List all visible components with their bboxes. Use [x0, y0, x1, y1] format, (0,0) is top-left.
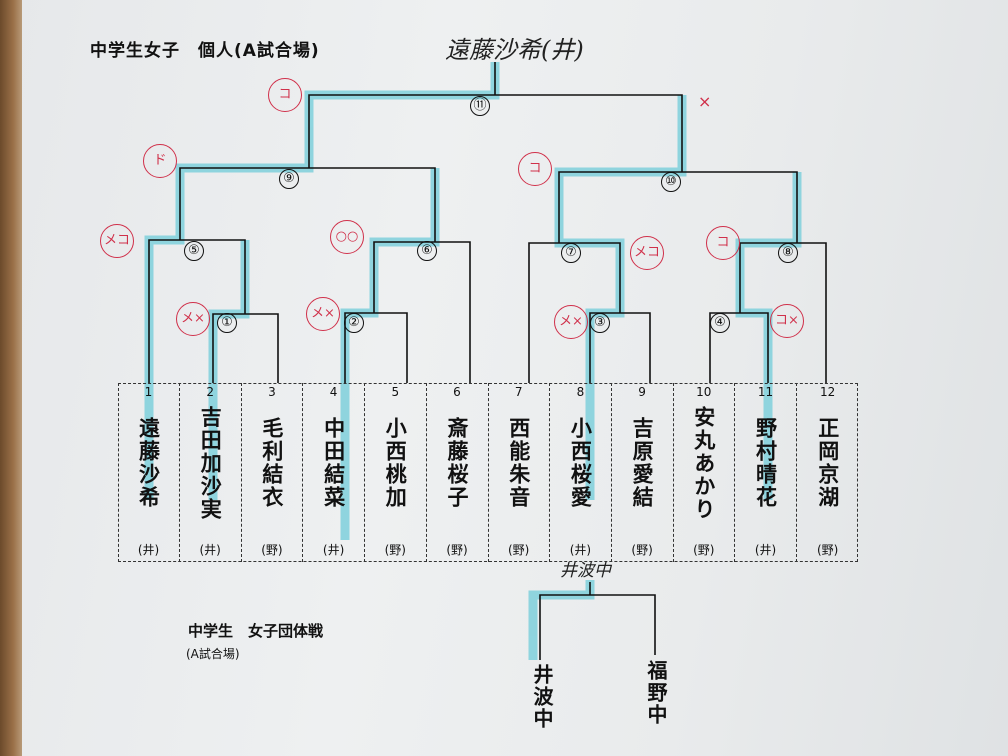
- match-label-8: ⑧: [778, 243, 798, 263]
- player-name: 中田結菜: [321, 417, 346, 509]
- player-number: 4: [329, 385, 338, 399]
- player-number: 2: [206, 385, 214, 399]
- player-name: 吉田加沙実: [198, 405, 223, 521]
- match-4-line: [709, 312, 769, 383]
- champion-handwritten: 遠藤沙希(井): [445, 36, 584, 64]
- player-name: 小西桜愛: [568, 417, 593, 509]
- match-label-10: ⑩: [661, 172, 681, 192]
- player-school: (井): [322, 543, 345, 557]
- player-number: 5: [391, 385, 400, 399]
- match-label-5: ⑤: [184, 241, 204, 261]
- match-label-3: ③: [590, 313, 610, 333]
- score-mark-m3: メ×: [554, 305, 588, 339]
- match-label-9: ⑨: [279, 169, 299, 189]
- player-number: 9: [638, 385, 646, 399]
- player-name: 西能朱音: [506, 417, 531, 509]
- player-number: 1: [144, 385, 153, 399]
- player-school: (井): [199, 543, 221, 557]
- match-2-line: [344, 312, 408, 383]
- desk-edge: [0, 0, 22, 756]
- team-fukuno: 福野中: [644, 660, 668, 726]
- player-column: 6 斎藤桜子 (野): [427, 383, 489, 562]
- score-mark-m1: メ×: [176, 302, 210, 336]
- player-name: 毛利結衣: [259, 417, 284, 509]
- player-number: 6: [453, 385, 461, 399]
- match-label-6: ⑥: [417, 241, 437, 261]
- player-name: 野村晴花: [753, 417, 778, 509]
- match-label-7: ⑦: [561, 243, 581, 263]
- player-school: (野): [446, 543, 468, 557]
- player-name: 吉原愛結: [630, 417, 655, 509]
- match-11-line: [308, 94, 683, 172]
- player-school: (井): [754, 543, 777, 557]
- team-title: 中学生 女子団体戦: [188, 622, 324, 640]
- player-column: 1 遠藤沙希 (井): [118, 383, 180, 562]
- match-10-line: [558, 171, 798, 243]
- player-school: (野): [817, 543, 839, 557]
- match-label-2: ②: [344, 313, 364, 333]
- team-ibanami: 井波中: [530, 664, 554, 730]
- player-name: 小西桃加: [383, 417, 408, 509]
- team-bracket-line: [539, 594, 656, 660]
- match-label-11: ⑪: [470, 96, 490, 116]
- player-school: (井): [137, 543, 160, 557]
- player-column: 7 西能朱音 (野): [488, 383, 551, 562]
- score-mark-m11-left: コ: [268, 78, 302, 112]
- individual-title: 中学生女子 個人(A試合場): [90, 41, 320, 61]
- player-column: 3 毛利結衣 (野): [241, 383, 304, 562]
- player-column: 4 中田結菜 (井): [303, 383, 366, 562]
- winner-highlights: [144, 62, 802, 660]
- score-mark-m5-left: メコ: [100, 224, 134, 258]
- team-subtitle: (A試合場): [186, 647, 240, 661]
- match-9-line: [179, 167, 436, 242]
- player-column: 10 安丸あかり (野): [673, 383, 736, 562]
- player-column: 9 吉原愛結 (野): [612, 383, 674, 562]
- player-number: 3: [268, 385, 276, 399]
- player-name: 遠藤沙希: [136, 417, 161, 509]
- player-school: (野): [261, 543, 283, 557]
- player-school: (野): [508, 543, 530, 557]
- score-mark-m4: コ×: [770, 304, 804, 338]
- score-mark-m11-right: ×: [698, 92, 712, 111]
- player-column: 2 吉田加沙実 (井): [180, 383, 242, 562]
- score-mark-m6-left: ○○: [330, 220, 364, 254]
- player-number: 10: [696, 385, 712, 399]
- player-name: 安丸あかり: [691, 405, 716, 521]
- match-label-1: ①: [217, 313, 237, 333]
- player-number: 8: [576, 385, 585, 399]
- match-5-line: [148, 239, 246, 383]
- player-number: 11: [757, 385, 774, 399]
- player-column: 8 小西桜愛 (井): [550, 383, 612, 562]
- player-number: 12: [820, 385, 836, 399]
- player-school: (野): [693, 543, 715, 557]
- player-name: 斎藤桜子: [445, 417, 469, 509]
- player-school: (野): [384, 543, 406, 557]
- player-column: 11 野村晴花 (井): [735, 383, 797, 562]
- player-column: 12 正岡京湖 (野): [797, 383, 859, 562]
- score-mark-m8-left: コ: [706, 226, 740, 260]
- player-name: 正岡京湖: [815, 417, 840, 509]
- player-school: (井): [569, 543, 592, 557]
- score-mark-m10-left: コ: [518, 152, 552, 186]
- score-mark-m2: メ×: [306, 297, 340, 331]
- team-winner-handwritten: 井波中: [560, 561, 611, 581]
- player-number: 7: [514, 385, 523, 399]
- score-mark-m7-right: メコ: [630, 236, 664, 270]
- player-column: 5 小西桃加 (野): [365, 383, 427, 562]
- match-label-4: ④: [710, 313, 730, 333]
- player-school: (野): [631, 543, 653, 557]
- score-mark-m9-left: ド: [143, 144, 177, 178]
